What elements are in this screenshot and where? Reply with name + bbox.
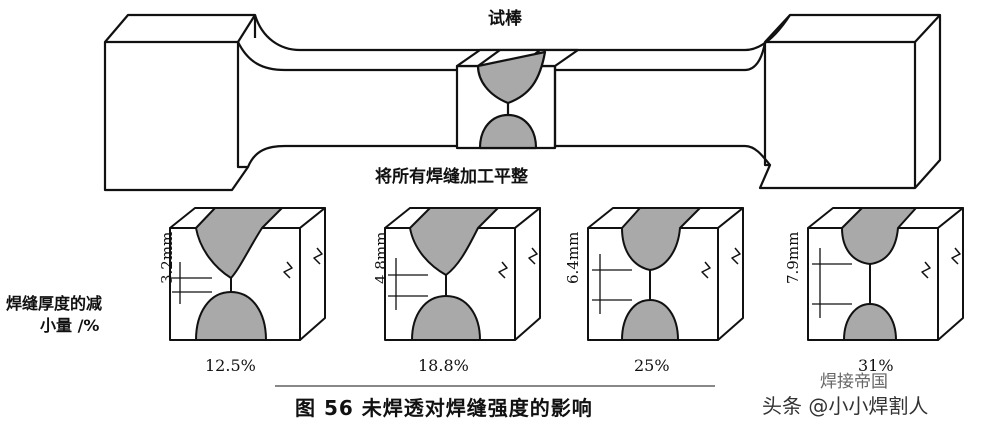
specimen-weld-top <box>476 50 547 105</box>
specimen-label: 试棒 <box>488 9 522 29</box>
percent-label-2: 18.8% <box>418 356 469 375</box>
watermark-line2: 头条 @小小焊割人 <box>762 394 929 418</box>
percent-label-3: 25% <box>634 356 670 375</box>
figure-caption: 图 56 未焊透对焊缝强度的影响 <box>295 396 593 420</box>
block-2 <box>384 207 541 341</box>
percent-label-1: 12.5% <box>205 356 256 375</box>
tensile-specimen <box>103 13 942 192</box>
watermark-line1: 焊接帝国 <box>820 372 888 392</box>
dimension-label-3: 6.4mm <box>564 231 582 284</box>
block-1 <box>169 207 326 341</box>
specimen-weld-bottom <box>478 113 538 150</box>
axis-label-line1: 焊缝厚度的减 <box>6 294 103 313</box>
block-3 <box>587 207 744 341</box>
dimension-label-4: 7.9mm <box>784 231 802 284</box>
dimension-label-1: 3.2mm <box>158 231 176 284</box>
left-grip <box>103 13 257 192</box>
gauge-section <box>253 14 791 52</box>
dimension-label-2: 4.8mm <box>372 231 390 284</box>
percent-label-4: 31% <box>858 356 894 375</box>
block-4 <box>807 207 964 341</box>
axis-label-line2: 小量 /% <box>40 316 100 335</box>
machining-note: 将所有焊缝加工平整 <box>375 167 528 187</box>
